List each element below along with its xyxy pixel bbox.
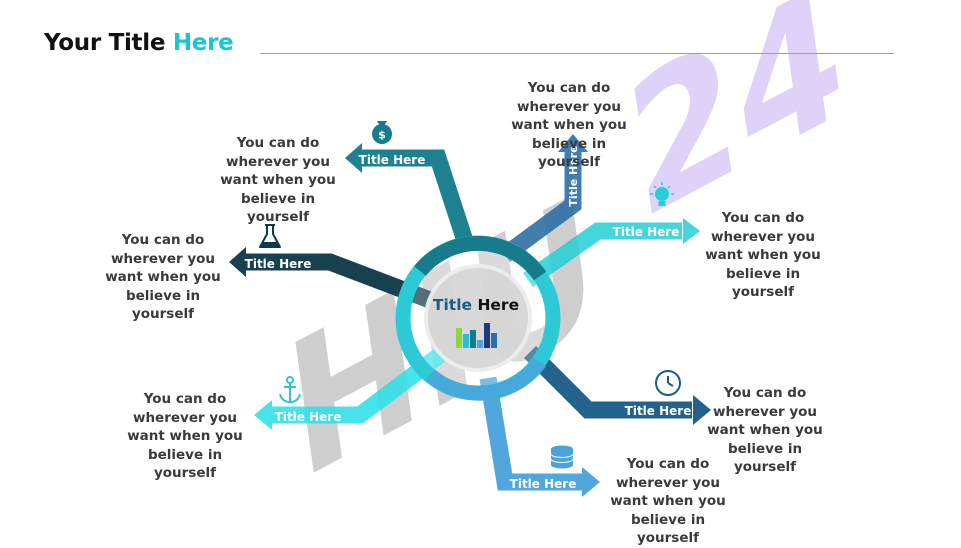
- branch-5-description: You can do wherever you want when you be…: [707, 385, 823, 475]
- svg-text:$: $: [378, 129, 386, 142]
- branch-6-label: Title Here: [613, 225, 680, 239]
- hub-inner-disc: [424, 264, 532, 372]
- lightbulb-icon: [650, 182, 674, 206]
- branch-3: Title Here: [254, 348, 446, 430]
- branch-2-description: You can do wherever you want when you be…: [105, 232, 221, 322]
- hub-title-accent: Here: [477, 296, 519, 314]
- branch-1-description: You can do wherever you want when you be…: [220, 135, 336, 225]
- slide-title-accent: Here: [172, 30, 234, 56]
- branch-3-label: Title Here: [275, 410, 342, 424]
- branch-7-arrow: [499, 152, 582, 262]
- branch-5-arrowhead: [693, 395, 711, 425]
- branch-6: Title Here: [523, 218, 700, 287]
- branch-4-arrowhead: [582, 467, 600, 497]
- slide-title: Your Title Here: [44, 30, 234, 56]
- hub-title: Title Here: [433, 296, 519, 314]
- branch-3-arrowhead: [254, 400, 272, 430]
- branch-4: Title Here: [479, 376, 600, 497]
- flask-icon: [259, 224, 281, 248]
- hub-ring-bottom-arc: [425, 357, 547, 401]
- branch-2-arrowhead: [229, 247, 246, 277]
- branch-7: Title Here: [499, 134, 588, 262]
- branch-7-description: You can do wherever you want when you be…: [511, 80, 627, 170]
- branch-7-arrowhead: [558, 134, 588, 152]
- branch-5-arrow: [523, 345, 692, 419]
- slide-title-main: Your Title: [44, 30, 166, 56]
- branch-5: Title Here: [523, 345, 711, 425]
- hub-title-main: Title: [433, 296, 472, 314]
- branch-1-arrowhead: [345, 143, 362, 173]
- branch-6-arrow: [523, 222, 682, 287]
- hub-ring-top-arc: [414, 235, 547, 281]
- anchor-icon: [279, 376, 301, 404]
- clock-icon: [655, 370, 681, 396]
- branch-1: Title Here: [345, 143, 477, 253]
- branch-1-label: Title Here: [359, 153, 426, 167]
- coins-icon: [550, 445, 574, 469]
- center-hub: Title Here: [395, 235, 561, 401]
- branch-4-label: Title Here: [510, 477, 577, 491]
- branch-5-label: Title Here: [625, 404, 692, 418]
- branch-3-description: You can do wherever you want when you be…: [127, 391, 243, 481]
- title-underline: [260, 53, 894, 54]
- branch-1-arrow: [360, 149, 477, 253]
- branch-2-arrow: [245, 253, 434, 308]
- branch-3-arrow: [272, 348, 446, 424]
- branch-6-arrowhead: [683, 218, 700, 244]
- money-bag-icon: $: [372, 121, 392, 144]
- bar-chart-icon: [456, 323, 497, 348]
- branch-7-label: Title Here: [567, 145, 580, 206]
- branch-6-description: You can do wherever you want when you be…: [705, 210, 821, 300]
- branch-2-label: Title Here: [245, 257, 312, 271]
- branch-2: Title Here: [229, 247, 434, 308]
- branch-4-arrow: [479, 376, 582, 491]
